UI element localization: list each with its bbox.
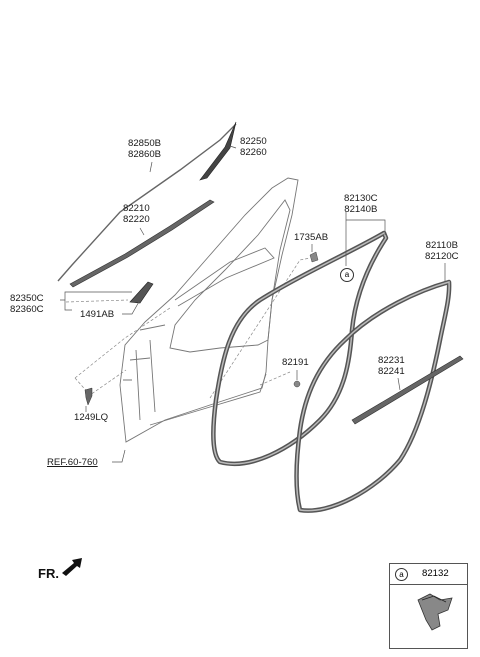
part-number: 82260 (240, 147, 267, 158)
clip-1735ab (309, 251, 319, 263)
legend-marker: a (395, 568, 408, 581)
corner-trim-piece (199, 121, 237, 181)
door-frame (119, 177, 299, 443)
belt-moulding-line (57, 123, 237, 282)
label-1249lq: 1249LQ (74, 412, 108, 423)
label-82191: 82191 (282, 357, 309, 368)
label-82110b: 82110B 82120C (425, 240, 459, 262)
part-number: 82360C (10, 304, 44, 315)
leader-lines (60, 145, 446, 463)
part-number: 82350C (10, 293, 44, 304)
part-number: 1735AB (294, 232, 329, 243)
label-82130c: 82130C 82140B (344, 193, 378, 215)
legend-box: a 82132 (389, 563, 468, 649)
part-number: 82120C (425, 251, 459, 262)
label-82350c: 82350C 82360C (10, 293, 44, 315)
label-82231: 82231 82241 (378, 355, 405, 377)
part-number: 82250 (240, 136, 267, 147)
legend-header: a 82132 (390, 564, 467, 585)
garnish-piece (129, 281, 154, 304)
part-number: 1491AB (80, 309, 115, 320)
label-82250: 82250 82260 (240, 136, 267, 158)
part-number: 1249LQ (74, 412, 109, 423)
clip-82132-illustration (417, 593, 453, 631)
window-moulding-strip (69, 199, 215, 288)
part-number: 82140B (344, 204, 378, 215)
bolt-1249lq (84, 387, 93, 406)
part-number: 82210 (123, 203, 150, 214)
part-number: 82130C (344, 193, 378, 204)
part-number: 82850B (128, 138, 162, 149)
plug-82191 (293, 380, 301, 388)
label-82210: 82210 82220 (123, 203, 150, 225)
dashed-leaders (65, 257, 311, 399)
lower-strip (351, 355, 464, 425)
callout-a-marker: a (340, 268, 354, 282)
label-1491ab: 1491AB (80, 309, 114, 320)
front-indicator: FR. (38, 566, 59, 581)
legend-part-number: 82132 (422, 568, 449, 579)
part-number: 82241 (378, 366, 405, 377)
part-number: 82231 (378, 355, 405, 366)
part-number: 82191 (282, 357, 309, 368)
front-arrow-icon (62, 558, 82, 576)
part-number: 82860B (128, 149, 162, 160)
label-82850b: 82850B 82860B (128, 138, 161, 160)
part-number: 82110B (425, 240, 458, 251)
label-1735ab: 1735AB (294, 232, 328, 243)
part-number: 82220 (123, 214, 150, 225)
ref-label: REF.60-760 (47, 457, 98, 468)
